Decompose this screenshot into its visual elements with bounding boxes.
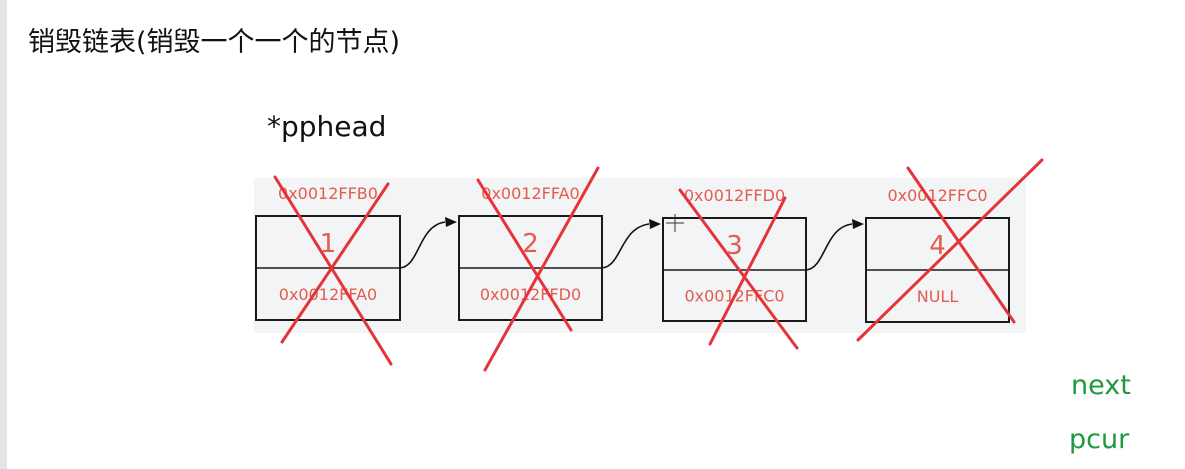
link-arrow bbox=[805, 223, 853, 271]
node-address: 0x0012FFA0 bbox=[481, 184, 579, 203]
node-address: 0x0012FFB0 bbox=[278, 184, 378, 203]
next-label: next bbox=[1071, 370, 1131, 401]
arrow-head bbox=[852, 219, 864, 229]
link-arrow bbox=[399, 221, 446, 269]
pcur-label: pcur bbox=[1069, 424, 1130, 455]
delete-cross-stroke bbox=[708, 196, 787, 346]
node-next-address: 0x0012FFD0 bbox=[480, 285, 581, 304]
delete-cross-stroke bbox=[906, 166, 1016, 324]
node-next-address: 0x0012FFA0 bbox=[279, 285, 377, 304]
node-value: 3 bbox=[726, 231, 743, 261]
node-next-address: NULL bbox=[917, 287, 959, 306]
pphead-label: *pphead bbox=[267, 110, 387, 143]
diagram-panel bbox=[254, 178, 1026, 333]
page-title: 销毁链表(销毁一个一个的节点) bbox=[28, 27, 401, 58]
node-value: 4 bbox=[929, 231, 946, 261]
arrow-head bbox=[445, 217, 457, 227]
delete-cross-stroke bbox=[273, 175, 393, 366]
left-margin-bar bbox=[0, 0, 7, 469]
link-arrow bbox=[601, 223, 650, 269]
delete-cross-stroke bbox=[678, 188, 799, 350]
delete-cross-stroke bbox=[483, 166, 600, 372]
arrow-head bbox=[649, 219, 661, 229]
delete-cross-stroke bbox=[280, 182, 390, 344]
node-value: 1 bbox=[320, 229, 337, 259]
node-address: 0x0012FFD0 bbox=[684, 186, 785, 205]
node-address: 0x0012FFC0 bbox=[887, 186, 987, 205]
node-value: 2 bbox=[522, 229, 539, 259]
delete-cross-stroke bbox=[856, 158, 1044, 342]
delete-cross-stroke bbox=[476, 178, 573, 332]
